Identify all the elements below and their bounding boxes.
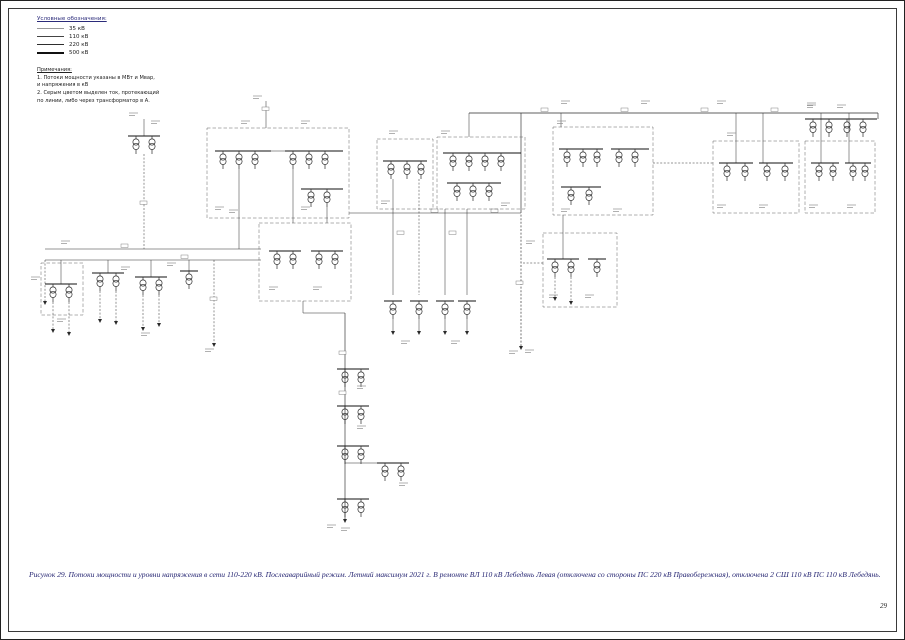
legend-line-sample-220kv	[37, 44, 64, 45]
substation-cluster-far-right-2	[804, 140, 876, 214]
legend-line-sample-110kv	[37, 36, 64, 37]
notes-title: Примечания:	[37, 67, 72, 73]
legend: Условные обозначения: 35 кВ 110 кВ 220 к…	[37, 16, 107, 57]
substation-cluster-central-right	[436, 130, 526, 210]
substation-chain-south	[326, 313, 409, 531]
legend-label-110kv: 110 кВ	[69, 34, 89, 40]
backbone-lines	[349, 100, 879, 354]
notes-line-1: 1. Потоки мощности указаны в МВт и Мвар,	[37, 74, 155, 81]
substation-cluster-right-mid	[521, 215, 618, 308]
figure-caption: Рисунок 29. Потоки мощности и уровни нап…	[29, 570, 881, 579]
substation-cluster-left	[30, 260, 198, 336]
notes-line-4: по линии, либо через трансформатор в А.	[37, 97, 150, 104]
legend-title: Условные обозначения:	[37, 16, 107, 22]
legend-line-sample-35kv	[37, 28, 64, 29]
substation-top-left	[128, 112, 160, 249]
substation-top-right	[805, 104, 877, 138]
legend-row-220kv: 220 кВ	[37, 41, 107, 49]
legend-row-500kv: 500 кВ	[37, 49, 107, 57]
legend-label-35kv: 35 кВ	[69, 26, 85, 32]
substation-cluster-central-mid	[258, 222, 352, 314]
legend-row-110kv: 110 кВ	[37, 33, 107, 41]
substation-cluster-central-left	[206, 95, 350, 249]
legend-line-sample-500kv	[37, 51, 64, 54]
legend-label-500kv: 500 кВ	[69, 50, 89, 56]
notes-line-2: и напряжения в кВ	[37, 82, 89, 89]
legend-label-220kv: 220 кВ	[69, 42, 89, 48]
notes: Примечания: 1. Потоки мощности указаны в…	[37, 67, 159, 105]
notes-line-3: 2. Серым цветом выделен ток, протекающий	[37, 89, 160, 96]
legend-row-35kv: 35 кВ	[37, 25, 107, 33]
page-number: 29	[880, 602, 887, 610]
left-tie-lines	[43, 240, 261, 352]
substation-cluster-far-right-1	[712, 132, 800, 214]
substation-cluster-central-north	[376, 130, 476, 344]
substation-cluster-right-center	[552, 120, 713, 216]
